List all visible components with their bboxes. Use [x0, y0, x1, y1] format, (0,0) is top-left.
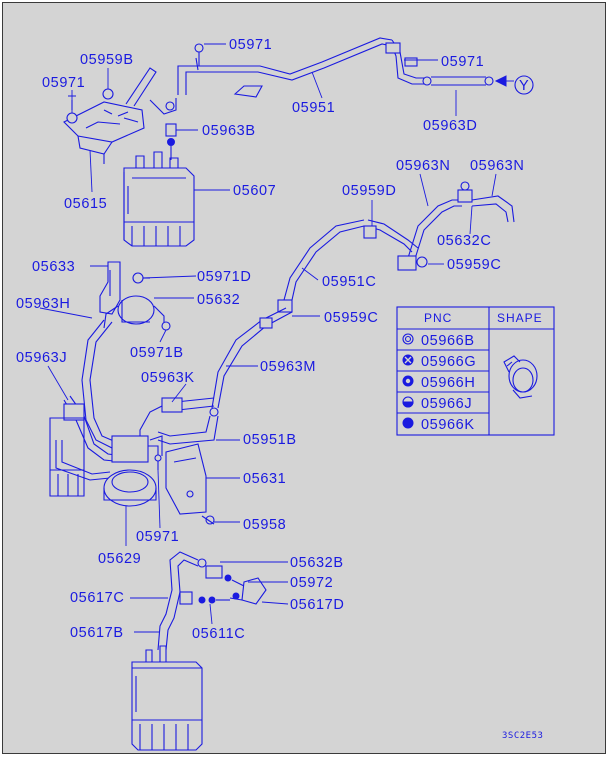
bracket-05633 — [99, 261, 121, 315]
bolt-05958 — [205, 515, 215, 525]
part-labels: 05971 05959B 05971 05951 05971 05963B 05… — [16, 37, 524, 642]
label-05617C: 05617C — [70, 590, 124, 606]
solenoid-05629 — [103, 435, 163, 507]
bottom-assembly — [130, 551, 267, 751]
clip-05959C-lower — [277, 299, 293, 313]
label-05617D: 05617D — [290, 597, 344, 613]
label-05632: 05632 — [197, 292, 240, 308]
label-05633: 05633 — [32, 259, 75, 275]
vapor-line-05951 — [149, 37, 425, 115]
label-05963N-a: 05963N — [396, 158, 450, 174]
label-05611C: 05611C — [192, 626, 245, 642]
connector-marker-label: Y — [519, 78, 529, 94]
label-05963M: 05963M — [260, 359, 316, 375]
hose-05963K — [161, 397, 183, 413]
legend-pnc-2: 05966H — [421, 375, 475, 391]
canister-05607 — [123, 151, 195, 247]
fitting-05963B — [165, 123, 177, 160]
leader-lines — [39, 43, 497, 633]
label-05959D: 05959D — [342, 183, 396, 199]
label-05959C-b: 05959C — [324, 310, 378, 326]
label-05951: 05951 — [292, 100, 335, 116]
label-05971D: 05971D — [197, 269, 251, 285]
label-05958: 05958 — [243, 517, 286, 533]
legend-pnc-0: 05966B — [421, 333, 475, 349]
part-05972 — [241, 577, 267, 605]
label-05971-bottom: 05971 — [136, 529, 179, 545]
label-05632C: 05632C — [437, 233, 491, 249]
label-05951C: 05951C — [322, 274, 376, 290]
filled-circle-icon — [402, 417, 414, 429]
label-05963B: 05963B — [202, 123, 256, 139]
label-05971B: 05971B — [130, 345, 184, 361]
connector-marker-circle — [514, 75, 534, 95]
legend-header-pnc: PNC — [424, 311, 452, 325]
hose-05963N-assembly — [277, 181, 515, 313]
label-05971-top: 05971 — [229, 37, 272, 53]
bolt-05971-left — [66, 112, 78, 124]
label-05959B: 05959B — [80, 52, 134, 68]
label-05607: 05607 — [233, 183, 276, 199]
clamp-05632C — [457, 189, 473, 203]
legend-header-shape: SHAPE — [497, 311, 543, 325]
label-05972: 05972 — [290, 575, 333, 591]
label-05951B: 05951B — [243, 432, 297, 448]
label-05615: 05615 — [64, 196, 107, 212]
bolt-05971B — [161, 321, 171, 331]
bolt-05971D — [132, 272, 144, 284]
clamp-05632B — [205, 565, 223, 579]
clip-upper-right — [385, 42, 401, 54]
legend-table: PNC SHAPE 05966B 05966G 05966H 05966J 05… — [396, 306, 555, 436]
hose-05963D: Y — [422, 75, 534, 95]
hose-05963M — [139, 307, 293, 446]
arrow-icon — [494, 75, 507, 87]
label-05617B: 05617B — [70, 625, 124, 641]
label-05971-left: 05971 — [42, 75, 85, 91]
legend-pnc-4: 05966K — [421, 417, 475, 433]
ring-icon — [402, 333, 414, 345]
label-05632B: 05632B — [290, 555, 344, 571]
clip-05959C-upper — [397, 255, 417, 271]
legend-pnc-1: 05966G — [421, 354, 476, 370]
figure-code: 3SC2E53 — [502, 731, 543, 741]
label-05959C-a: 05959C — [447, 257, 501, 273]
bracket-05631 — [165, 443, 215, 525]
label-05963N-b: 05963N — [470, 158, 524, 174]
valve-05632 — [99, 261, 171, 331]
legend-pnc-3: 05966J — [421, 396, 472, 412]
nut-05959B — [102, 88, 114, 100]
bolt-05971-top — [194, 43, 204, 53]
canister-left-partial — [49, 417, 85, 497]
label-05963H: 05963H — [16, 296, 70, 312]
label-05963J: 05963J — [16, 350, 67, 366]
label-05629: 05629 — [98, 551, 141, 567]
label-05963K: 05963K — [141, 370, 195, 386]
hoses-left — [49, 319, 125, 497]
label-05963D: 05963D — [423, 118, 477, 134]
hose-clamp-shape-icon — [503, 355, 538, 399]
label-05631: 05631 — [243, 471, 286, 487]
label-05971-right: 05971 — [441, 54, 484, 70]
clip-05959D — [363, 225, 377, 239]
